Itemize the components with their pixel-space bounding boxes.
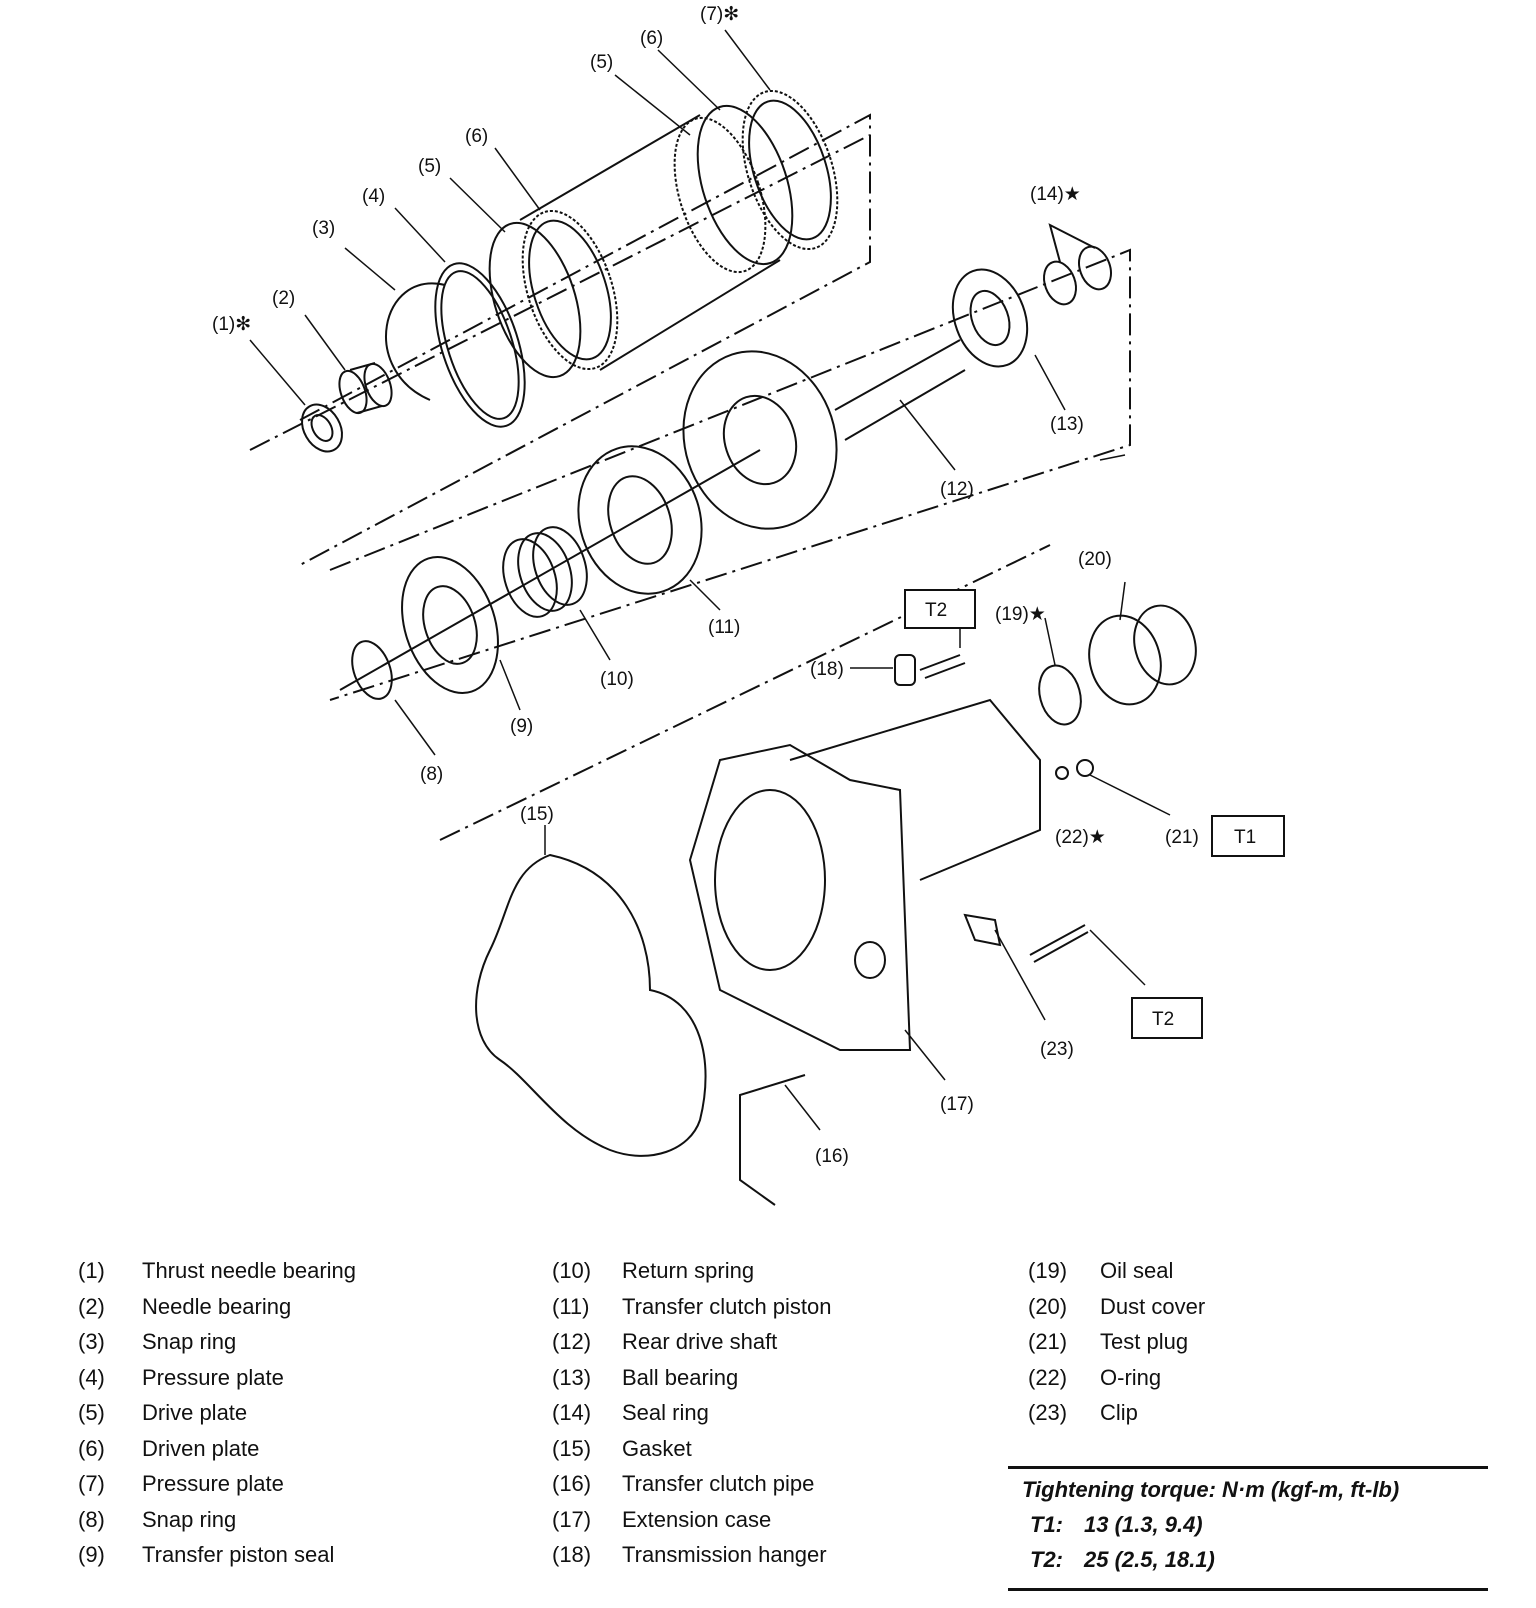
svg-text:T2: T2 (1152, 1009, 1174, 1030)
exploded-view-diagram: (1)✻ (2) (3) (4) (5) (6) (7)✻ (5) (6) (8… (212, 4, 1285, 1206)
legend-item: (10)Return spring (552, 1258, 755, 1283)
callout-5-rear: (5) (590, 52, 613, 73)
callout-14: (14)★ (1030, 184, 1081, 205)
upper-alignment-frame (299, 113, 871, 566)
legend-item: (20)Dust cover (1028, 1293, 1206, 1319)
legend-item: (19)Oil seal (1028, 1258, 1174, 1283)
clutch-plate-pack-rear (673, 89, 839, 274)
legend-item: (23)Clip (1028, 1400, 1138, 1425)
snap-ring-lower (351, 640, 393, 700)
legend-column-3: (19)Oil seal (20)Dust cover (21)Test plu… (1028, 1258, 1205, 1436)
transfer-clutch-piston (577, 445, 703, 595)
legend-item: (9)Transfer piston seal (78, 1542, 335, 1567)
legend-item: (21)Test plug (1028, 1329, 1189, 1354)
seal-ring (1043, 260, 1077, 306)
callout-23: (23) (1040, 1039, 1074, 1060)
torque-box-t2-lower: T2 (1131, 997, 1203, 1039)
callout-22: (22)★ (1055, 827, 1106, 848)
pressure-plate-upper (434, 262, 526, 428)
rear-drive-shaft (682, 339, 966, 530)
callout-5-front: (5) (418, 156, 441, 177)
callout-19: (19)★ (995, 604, 1046, 625)
legend-item: (12)Rear drive shaft (552, 1329, 778, 1354)
ball-bearing (951, 268, 1029, 368)
callout-17: (17) (940, 1094, 974, 1115)
o-ring (1055, 766, 1069, 780)
legend-item: (11)Transfer clutch piston (552, 1293, 832, 1319)
callout-10: (10) (600, 669, 634, 690)
callout-13: (13) (1050, 414, 1084, 435)
legend-item: (13)Ball bearing (552, 1364, 739, 1390)
needle-bearing (338, 362, 393, 415)
legend-item: (14)Seal ring (552, 1400, 709, 1425)
legend-item: (4)Pressure plate (78, 1364, 284, 1390)
legend-column-2: (10)Return spring (11)Transfer clutch pi… (552, 1258, 832, 1578)
svg-text:T1: T1 (1234, 827, 1256, 848)
legend-item: (6)Driven plate (78, 1435, 260, 1461)
callout-16: (16) (815, 1146, 849, 1167)
callout-9: (9) (510, 716, 533, 737)
legend-column-1: (1)Thrust needle bearing (2)Needle beari… (78, 1258, 356, 1578)
callout-2: (2) (272, 288, 295, 309)
extension-case (688, 698, 1041, 1051)
torque-row-t1: T1:13 (1.3, 9.4) (1030, 1512, 1203, 1537)
legend-item: (15)Gasket (552, 1435, 692, 1461)
callout-7: (7)✻ (700, 4, 739, 25)
legend-item: (7)Pressure plate (78, 1471, 284, 1496)
tightening-torque-table: Tightening torque: N·m (kgf-m, ft-lb) T1… (1008, 1466, 1488, 1591)
callout-8: (8) (420, 764, 443, 785)
hanger-bolt (919, 654, 966, 679)
callout-4: (4) (362, 186, 385, 207)
legend-item: (2)Needle bearing (78, 1293, 292, 1319)
callout-6-rear: (6) (640, 28, 663, 49)
callout-6-front: (6) (465, 126, 488, 147)
legend-item: (3)Snap ring (78, 1329, 237, 1354)
legend-item: (18)Transmission hanger (552, 1542, 827, 1567)
test-plug (1076, 759, 1094, 777)
torque-row-t2: T2:25 (2.5, 18.1) (1030, 1547, 1215, 1572)
legend-item: (22)O-ring (1028, 1364, 1162, 1390)
transmission-hanger (894, 654, 916, 686)
callout-12: (12) (940, 479, 974, 500)
callout-3: (3) (312, 218, 335, 239)
thrust-needle-bearing (301, 403, 343, 453)
callout-20: (20) (1078, 549, 1112, 570)
svg-text:T2: T2 (925, 600, 947, 621)
legend-item: (16)Transfer clutch pipe (552, 1471, 815, 1496)
return-spring (502, 526, 588, 618)
callout-1: (1)✻ (212, 314, 251, 335)
clip (963, 913, 1002, 947)
gasket (475, 853, 707, 1157)
transfer-piston-seal (401, 555, 499, 695)
transfer-clutch-pipe (739, 1074, 806, 1206)
legend-item: (8)Snap ring (78, 1506, 237, 1532)
snap-ring-upper (385, 282, 446, 401)
torque-header: Tightening torque: N·m (kgf-m, ft-lb) (1022, 1477, 1400, 1502)
torque-box-t1: T1 (1211, 815, 1285, 857)
callout-11: (11) (708, 617, 740, 638)
callout-18: (18) (810, 659, 844, 680)
legend-item: (17)Extension case (552, 1506, 772, 1532)
parts-legend: (1)Thrust needle bearing (2)Needle beari… (0, 1258, 1536, 1598)
clip-bolt (1029, 924, 1089, 963)
callout-21: (21) (1165, 827, 1199, 848)
torque-box-t2-upper: T2 (904, 589, 976, 629)
legend-item: (1)Thrust needle bearing (78, 1258, 357, 1283)
oil-seal (1038, 664, 1082, 726)
clutch-plate-pack-front (488, 209, 619, 379)
legend-item: (5)Drive plate (78, 1400, 248, 1425)
callout-15: (15) (520, 804, 554, 825)
dust-cover (1088, 604, 1197, 706)
